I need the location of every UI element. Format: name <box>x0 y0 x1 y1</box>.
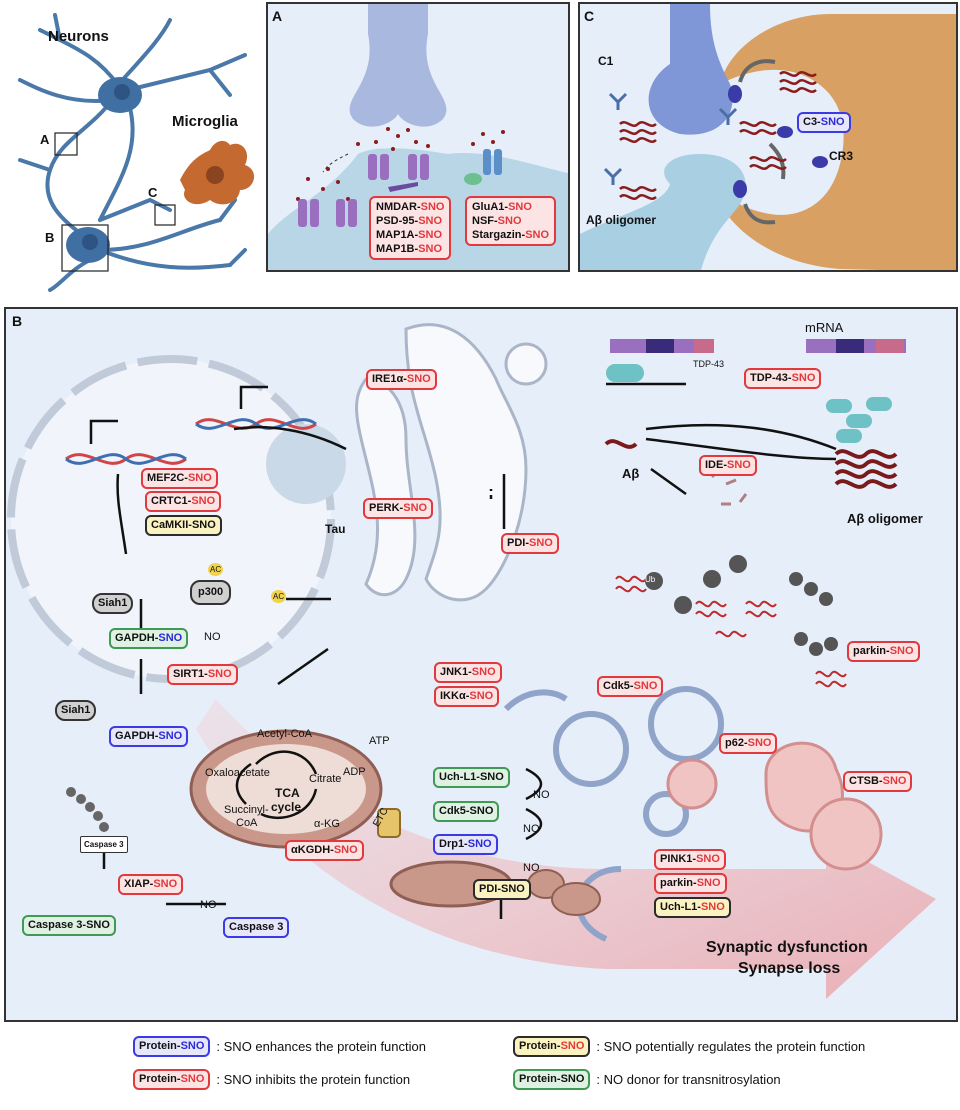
caspase3-sno-tag: Caspase 3-SNO <box>22 915 116 936</box>
no-label-2: NO <box>523 823 540 835</box>
ac-badge-2: AC <box>271 590 287 603</box>
ikka-sno-tag: IKKα-SNO <box>434 686 500 707</box>
neurons-label: Neurons <box>48 28 109 45</box>
akg-label: α-KG <box>314 818 340 830</box>
ire1a-sno-tag: IRE1α-SNO <box>366 369 437 390</box>
c1-label: C1 <box>598 54 614 68</box>
ab-oligomer-c-label: Aβ oligomer <box>586 213 656 227</box>
nsf-sno-tag: NSF-SNO <box>472 215 522 227</box>
synapse-c-illustration <box>580 4 956 270</box>
parkin-sno-tag-2: parkin-SNO <box>654 873 727 894</box>
adp-label: ADP <box>343 766 366 778</box>
caspase3-blue-tag: Caspase 3 <box>223 917 290 938</box>
p62-sno-tag: p62-SNO <box>719 733 778 754</box>
synapse-loss-label: Synapse loss <box>738 960 841 977</box>
microglia-label: Microglia <box>172 113 238 130</box>
legend-desc-green: : NO donor for transnitrosylation <box>596 1072 781 1087</box>
uchl1-sno-green-tag: Uch-L1-SNO <box>433 767 510 788</box>
legend-row-green: Protein-SNO : NO donor for transnitrosyl… <box>513 1069 781 1090</box>
legend-row-red: Protein-SNO : SNO inhibits the protein f… <box>133 1069 410 1090</box>
box-c-label: C <box>148 185 158 200</box>
gapdh-sno-blue-tag: GAPDH-SNO <box>109 726 189 747</box>
no-label-caspase: NO <box>200 899 217 911</box>
ac-badge-1: AC <box>208 563 224 576</box>
ide-sno-tag: IDE-SNO <box>699 455 757 476</box>
map1a-sno-tag: MAP1A-SNO <box>376 229 443 241</box>
panel-a-group2-tags: GluA1-SNO NSF-SNO Stargazin-SNO <box>465 196 557 246</box>
psd95-sno-tag: PSD-95-SNO <box>376 215 443 227</box>
legend-desc-red: : SNO inhibits the protein function <box>216 1072 411 1087</box>
succinyl-label: Succinyl- <box>224 804 269 816</box>
camkii-sno-tag: CaMKII-SNO <box>145 515 222 536</box>
caspase3-box: Caspase 3 <box>80 836 128 853</box>
drp1-sno-tag: Drp1-SNO <box>433 834 498 855</box>
ctsb-sno-tag: CTSB-SNO <box>843 771 913 792</box>
box-a-label: A <box>40 132 50 147</box>
map1b-sno-tag: MAP1B-SNO <box>376 243 443 255</box>
jnk1-sno-tag: JNK1-SNO <box>434 662 502 683</box>
p300-tag: p300 <box>190 580 232 605</box>
tca-label: TCA <box>275 786 300 800</box>
no-label-3: NO <box>523 862 540 874</box>
siah1-nuclear-tag: Siah1 <box>92 593 134 614</box>
panel-c-label: C <box>584 8 595 24</box>
uchl1-sno-yellow-tag: Uch-L1-SNO <box>654 897 731 918</box>
legend-desc-yellow: : SNO potentially regulates the protein … <box>596 1039 866 1054</box>
acetyl-coa-label: Acetyl-CoA <box>257 728 313 740</box>
pdi-sno-yellow-tag: PDI-SNO <box>473 879 531 900</box>
coa-label: CoA <box>236 817 258 829</box>
glua1-sno-tag: GluA1-SNO <box>472 201 532 213</box>
cdk5-sno-green-tag: Cdk5-SNO <box>433 801 500 822</box>
box-b-label: B <box>45 230 55 245</box>
pdi-sno-red-tag: PDI-SNO <box>501 533 559 554</box>
crtc1-sno-tag: CRTC1-SNO <box>145 491 222 512</box>
tdp43-sno-tag: TDP-43-SNO <box>744 368 822 389</box>
no-label-sirt: NO <box>204 631 221 643</box>
pink1-sno-tag: PINK1-SNO <box>654 849 726 870</box>
parkin-sno-tag-1: parkin-SNO <box>847 641 920 662</box>
legend-tag-yellow: Protein-SNO <box>513 1036 591 1057</box>
legend-tag-blue: Protein-SNO <box>133 1036 211 1057</box>
perk-sno-tag: PERK-SNO <box>363 498 434 519</box>
legend-tag-red: Protein-SNO <box>133 1069 211 1090</box>
legend-desc-blue: : SNO enhances the protein function <box>216 1039 426 1054</box>
nmdar-sno-tag: NMDAR-SNO <box>376 201 445 213</box>
legend-row-yellow: Protein-SNO : SNO potentially regulates … <box>513 1036 865 1057</box>
mef2c-sno-tag: MEF2C-SNO <box>141 468 218 489</box>
panel-a-group1-tags: NMDAR-SNO PSD-95-SNO MAP1A-SNO MAP1B-SNO <box>369 196 452 260</box>
panel-c <box>578 2 958 272</box>
ab-oligomer-b-label: Aβ oligomer <box>847 511 923 526</box>
mrna-label: mRNA <box>805 320 844 335</box>
xiap-sno-tag: XIAP-SNO <box>118 874 184 895</box>
panel-a-label: A <box>272 8 283 24</box>
stargazin-sno-tag: Stargazin-SNO <box>472 229 550 241</box>
tau-label: Tau <box>325 522 346 536</box>
panel-b-label: B <box>12 313 23 329</box>
citrate-label: Citrate <box>309 773 342 785</box>
gapdh-sno-green-tag: GAPDH-SNO <box>109 628 189 649</box>
c3-sno-tag: C3-SNO <box>797 112 851 133</box>
ub-label-1: Ub <box>645 575 656 584</box>
abeta-label: Aβ <box>622 466 640 481</box>
no-label-1: NO <box>533 789 550 801</box>
legend-tag-green: Protein-SNO <box>513 1069 591 1090</box>
cr3-label: CR3 <box>829 149 854 163</box>
akgdh-sno-tag: αKGDH-SNO <box>285 840 364 861</box>
legend-row-blue: Protein-SNO : SNO enhances the protein f… <box>133 1036 426 1057</box>
cdk5-sno-red-tag: Cdk5-SNO <box>597 676 664 697</box>
atp-label: ATP <box>369 735 390 747</box>
sirt1-sno-tag: SIRT1-SNO <box>167 664 238 685</box>
cycle-label: cycle <box>271 800 302 814</box>
tdp43-small-label: TDP-43 <box>693 359 725 369</box>
siah1-cytosolic-tag: Siah1 <box>55 700 97 721</box>
oxaloacetate-label: Oxaloacetate <box>205 767 270 779</box>
synaptic-dysfunction-label: Synaptic dysfunction <box>706 939 868 956</box>
